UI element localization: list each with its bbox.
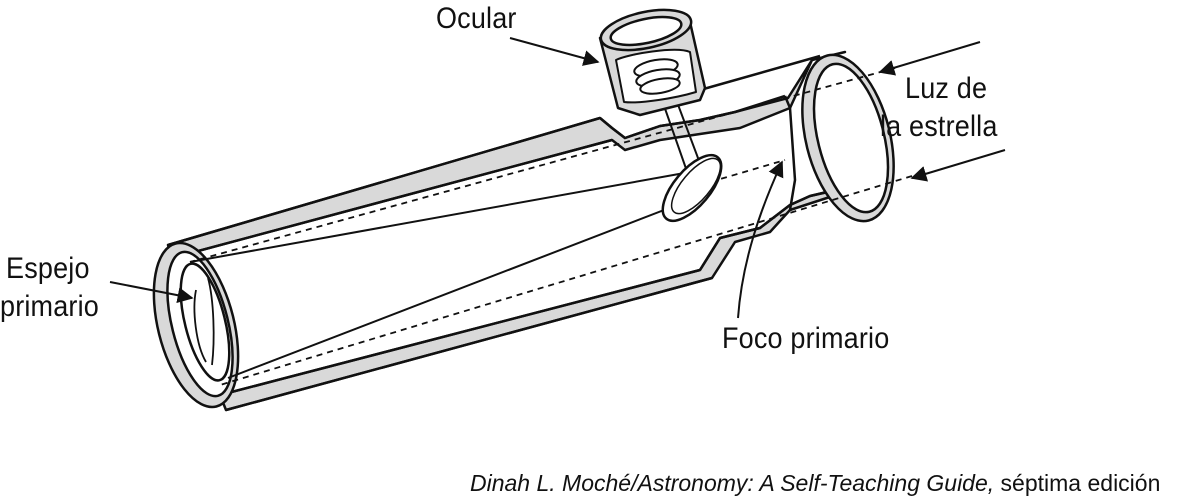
mirror-curve-b xyxy=(207,277,215,366)
starlight-label-line1: Luz de xyxy=(905,72,988,105)
tube-bottom-edge xyxy=(225,276,713,412)
tube-right-top xyxy=(699,54,821,92)
credit-author-title: Dinah L. Moché/Astronomy: A Self-Teachin… xyxy=(470,470,995,496)
prime-focus-label: Foco primario xyxy=(722,322,890,355)
eyepiece-lens-3 xyxy=(639,77,681,95)
primary-mirror-label-line1: Espejo xyxy=(6,252,90,285)
light-path-top-incoming xyxy=(189,67,896,263)
secondary-mirror xyxy=(661,153,723,223)
reflected-ray-lower xyxy=(227,199,691,379)
tube-front-opening xyxy=(801,53,895,223)
front-ring-inner xyxy=(812,62,890,214)
primary-mirror-label-line2: primario xyxy=(0,290,99,323)
cutaway-edge-bottom xyxy=(698,194,811,271)
eyepiece-rim-inner xyxy=(609,15,683,47)
cutaway-inner-right xyxy=(783,95,797,211)
credit-edition: séptima edición xyxy=(994,470,1161,496)
arrow-eyepiece xyxy=(509,37,600,66)
tube-top-edge xyxy=(167,116,601,247)
tube-top-inner xyxy=(171,138,613,260)
arrow-starlight-top xyxy=(878,41,981,76)
tube-body xyxy=(166,50,886,412)
image-credit: Dinah L. Moché/Astronomy: A Self-Teachin… xyxy=(470,470,1160,497)
starlight-label-line2: la estrella xyxy=(880,110,998,143)
arrow-prime-focus xyxy=(737,160,784,319)
reflected-ray-upper xyxy=(189,171,691,263)
arrow-primary-mirror xyxy=(109,281,194,304)
arrow-starlight-bottom xyxy=(910,149,1006,182)
eyepiece-assembly xyxy=(598,8,707,117)
tube-bottom-inner xyxy=(219,268,701,397)
mirror-curve-a xyxy=(193,289,207,363)
pointer-arrows xyxy=(109,37,1006,319)
eyepiece-label: Ocular xyxy=(436,2,517,35)
